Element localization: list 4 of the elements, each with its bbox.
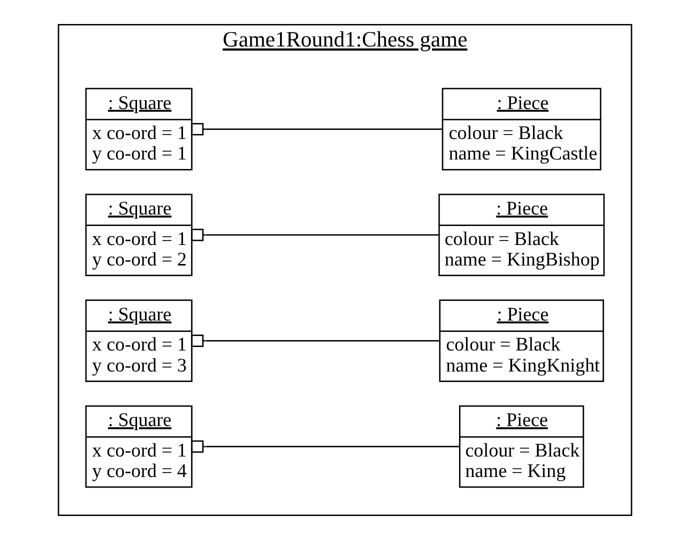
connector	[190, 334, 439, 347]
connector	[190, 440, 459, 453]
connector	[190, 122, 442, 136]
connector	[190, 228, 439, 242]
